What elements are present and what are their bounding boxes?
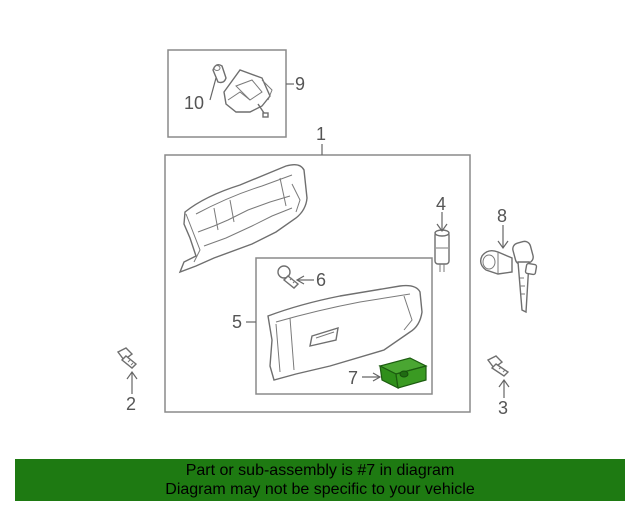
handle-part-7-highlighted <box>378 357 428 390</box>
leader-lines <box>126 77 510 398</box>
callout-9: 9 <box>295 74 305 94</box>
banner-line-1: Part or sub-assembly is #7 in diagram <box>185 462 455 479</box>
callout-1: 1 <box>316 124 326 144</box>
damper-part-4 <box>434 229 450 272</box>
callout-7: 7 <box>348 368 358 388</box>
info-banner: Part or sub-assembly is #7 in diagram Di… <box>15 459 625 501</box>
callout-6: 6 <box>316 270 326 290</box>
glove-box-door-part-5 <box>267 284 423 381</box>
assembly-frame-1 <box>164 154 471 413</box>
bolt-part-2 <box>116 347 138 369</box>
callout-8: 8 <box>497 206 507 226</box>
subassembly-frame-5 <box>255 257 433 395</box>
key-part-8 <box>512 240 538 314</box>
lock-cylinder-part-8 <box>479 249 513 275</box>
clip-part-10 <box>212 63 227 84</box>
screw-part-6 <box>277 265 300 289</box>
glove-box-part-1 <box>178 163 308 274</box>
callout-5: 5 <box>232 312 242 332</box>
inset-frame-9-10 <box>167 49 287 138</box>
bolt-part-3 <box>486 355 510 377</box>
latch-assembly-part-9 <box>223 69 273 118</box>
callout-10: 10 <box>184 93 204 113</box>
callout-2: 2 <box>126 394 136 414</box>
callout-4: 4 <box>436 194 446 214</box>
callout-3: 3 <box>498 398 508 418</box>
parts-diagram: 1 2 3 4 5 6 7 8 9 10 <box>116 49 538 418</box>
banner-line-2: Diagram may not be specific to your vehi… <box>165 481 475 498</box>
